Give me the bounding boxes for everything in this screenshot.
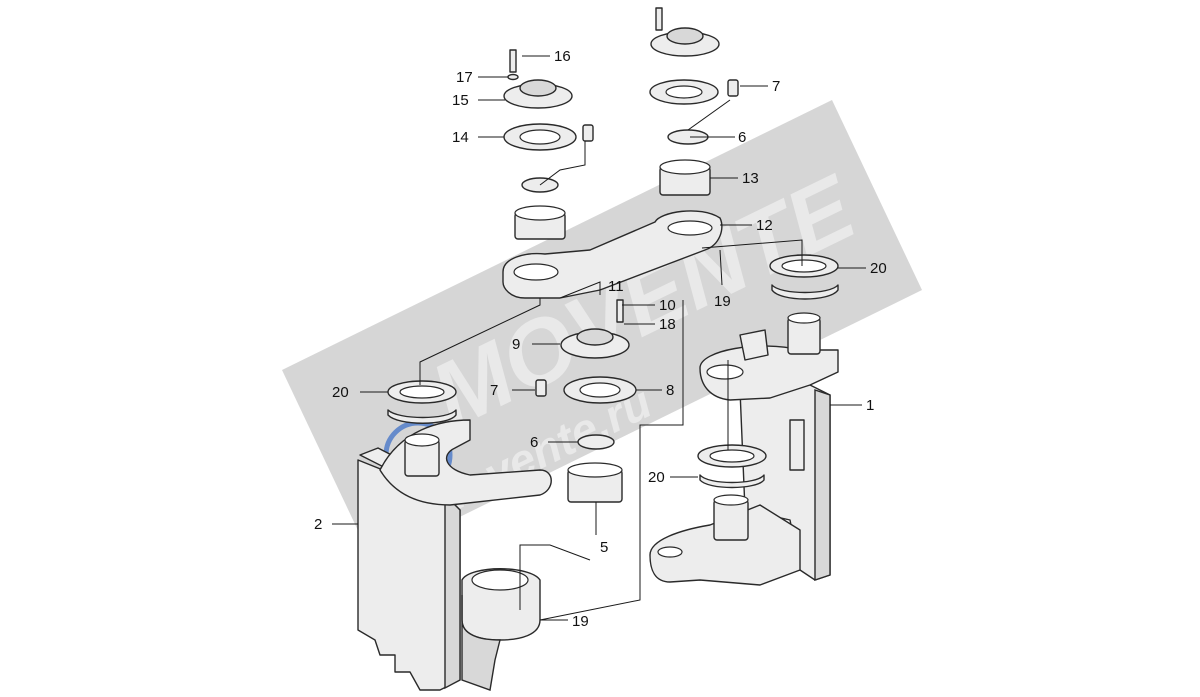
callout-9: 9: [512, 336, 520, 353]
callout-14: 14: [452, 129, 469, 146]
left-dust-seal: [387, 380, 457, 424]
center-stack: [535, 299, 637, 503]
callout-7-top: 7: [772, 78, 780, 95]
callout-5: 5: [600, 539, 608, 556]
left-upper-stack: [503, 49, 594, 240]
callout-6-center: 6: [530, 434, 538, 451]
callout-13: 13: [742, 170, 759, 187]
callout-labels: 1 2 5 6 6 7 7 8 9 10 11 12 13 14 15 16 1…: [314, 48, 887, 630]
callout-16: 16: [554, 48, 571, 65]
callout-6-top: 6: [738, 129, 746, 146]
bottom-right-seal: [697, 444, 767, 541]
right-stem-assembly: [769, 254, 839, 355]
callout-19-lower: 19: [572, 613, 589, 630]
callout-11: 11: [608, 278, 624, 295]
leader-lines: [332, 55, 866, 621]
callout-8: 8: [666, 382, 674, 399]
callout-12: 12: [756, 217, 773, 234]
callout-1: 1: [866, 397, 874, 414]
right-upper-stack: [649, 7, 739, 196]
callout-18: 18: [659, 316, 676, 333]
callout-20-left: 20: [332, 384, 349, 401]
callout-10: 10: [659, 297, 676, 314]
part-1-right-frame: [699, 329, 839, 581]
lower-triple-bracket: [461, 568, 541, 691]
callout-15: 15: [452, 92, 469, 109]
callout-20-bottom: 20: [648, 469, 665, 486]
callout-17: 17: [456, 69, 473, 86]
callout-20-right: 20: [870, 260, 887, 277]
left-fork-crown: [379, 419, 552, 506]
callout-19-upper: 19: [714, 293, 731, 310]
part-17-washer: [507, 73, 519, 81]
lower-right-bracket: [649, 504, 801, 586]
part-12-upper-triple-clamp: [502, 210, 723, 299]
callout-7-center: 7: [490, 382, 498, 399]
part-16-bolt: [509, 49, 517, 73]
callout-2: 2: [314, 516, 322, 533]
